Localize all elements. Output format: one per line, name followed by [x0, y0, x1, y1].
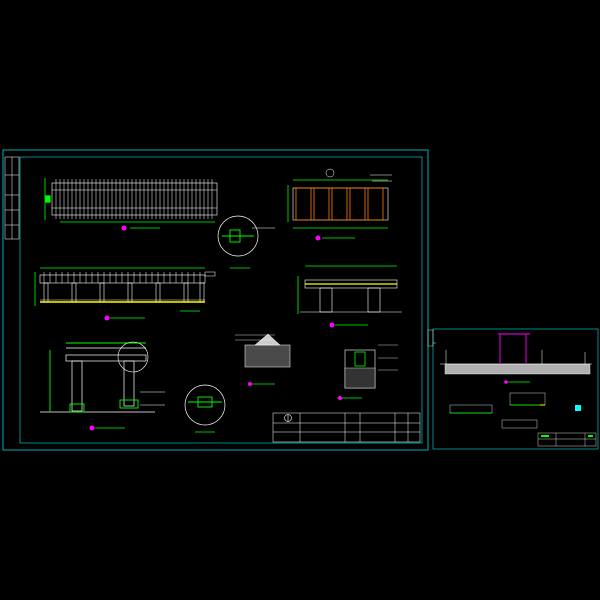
foundation-cell: [295, 187, 312, 221]
post-outline: [127, 282, 133, 303]
connection-detail-circle: [217, 215, 275, 269]
post-outline: [183, 282, 189, 303]
view-marker-icon: [104, 315, 110, 321]
view-marker-icon: [121, 225, 127, 231]
foundation-section: [297, 265, 402, 328]
foundation-cell: [331, 187, 348, 221]
view-marker-icon: [248, 382, 252, 386]
main-sheet-outer-border: [2, 149, 429, 451]
pergola-side-elevation: [40, 341, 165, 431]
pergola-top-plan: [44, 178, 218, 231]
secondary-sheet: [427, 328, 599, 450]
main-sheet-inner-border: [19, 156, 423, 444]
secondary-sheet-border: [432, 328, 599, 450]
footing-detail: [337, 344, 398, 400]
detail-callout-circle: [117, 341, 149, 373]
pergola-front-elevation: [34, 267, 216, 321]
north-arrow-icon: [284, 414, 292, 422]
post-outline: [99, 282, 105, 303]
beam-detail-circle: [184, 384, 226, 433]
post-outline: [71, 282, 77, 303]
post-outline: [155, 282, 161, 303]
main-sheet: [2, 149, 429, 451]
foundation-cell: [367, 187, 384, 221]
view-marker-icon: [329, 322, 335, 328]
paving-section: [235, 333, 291, 386]
view-marker-icon: [338, 396, 342, 400]
foundation-cell: [349, 187, 366, 221]
view-marker-icon: [315, 235, 321, 241]
secondary-color-marks: [540, 404, 581, 411]
view-marker-icon: [504, 380, 508, 384]
foundation-plan: [287, 168, 392, 241]
post-outline: [43, 282, 49, 303]
title-block: [272, 412, 421, 443]
foundation-cell: [313, 187, 330, 221]
view-marker-icon: [89, 425, 95, 431]
post-outline: [199, 282, 205, 303]
left-margin-strip: [4, 156, 20, 240]
